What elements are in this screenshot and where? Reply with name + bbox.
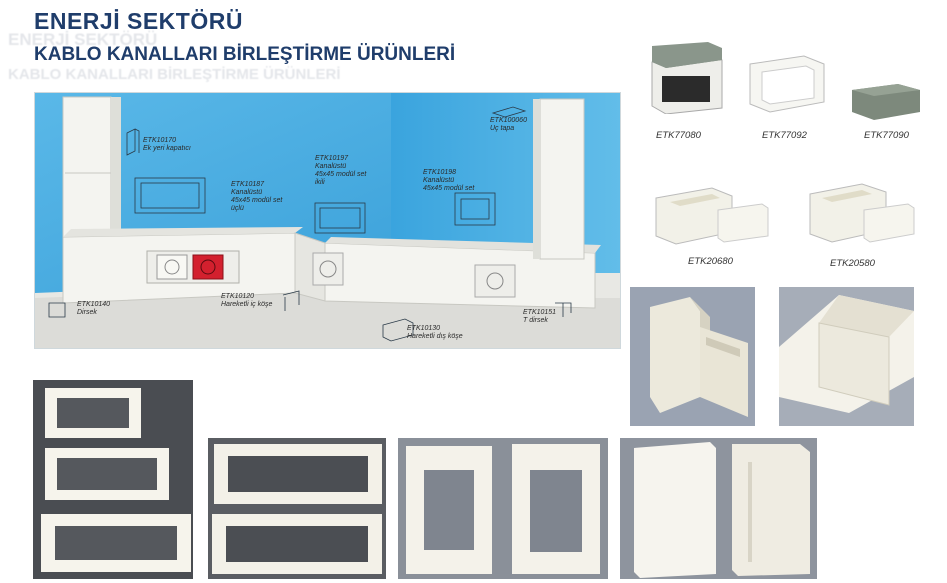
outer-corner-photo xyxy=(779,287,914,426)
product-etk20680-image xyxy=(652,180,770,252)
installation-diagram: ETK10170 Ek yeri kapatıcı ETK10187 Kanal… xyxy=(34,92,621,349)
label-etk10151: ETK10151 T dirsek xyxy=(523,309,557,324)
product-etk20580-image xyxy=(806,176,916,252)
code-etk77090: ETK77090 xyxy=(864,130,909,141)
ghost-title: ENERJİ SEKTÖRÜ xyxy=(8,30,158,49)
page-title: ENERJİ SEKTÖRÜ xyxy=(34,8,243,34)
code-etk77092: ETK77092 xyxy=(762,130,807,141)
label-etk10198: ETK10198 Kanalüstü 45x45 modül set xyxy=(423,169,475,192)
code-etk20680: ETK20680 xyxy=(688,256,733,267)
product-etk77092-image xyxy=(744,46,828,118)
open-frames-photo xyxy=(398,438,608,579)
frames-photo xyxy=(33,380,193,579)
page-subtitle: KABLO KANALLARI BİRLEŞTİRME ÜRÜNLERİ xyxy=(34,44,456,65)
label-etk100060: ETK100060 Uç tapa xyxy=(490,117,527,132)
label-etk10187: ETK10187 Kanalüstü 45x45 modül set üçlü xyxy=(231,181,283,212)
label-etk10120: ETK10120 Hareketli iç köşe xyxy=(221,293,273,308)
label-etk10197: ETK10197 Kanalüstü 45x45 modül set ikili xyxy=(315,155,367,186)
product-etk77090-image xyxy=(850,82,922,122)
label-etk10140: ETK10140 Dirsek xyxy=(77,301,111,316)
module-frames-photo xyxy=(208,438,386,579)
code-etk77080: ETK77080 xyxy=(656,130,701,141)
installation-illustration xyxy=(35,93,620,348)
ghost-subtitle: KABLO KANALLARI BİRLEŞTİRME ÜRÜNLERİ xyxy=(8,66,341,83)
label-etk10170: ETK10170 Ek yeri kapatıcı xyxy=(143,137,191,152)
code-etk20580: ETK20580 xyxy=(830,258,875,269)
inner-corner-photo xyxy=(630,287,755,426)
label-etk10130: ETK10130 Hareketli dış köşe xyxy=(407,325,463,340)
product-etk77080-image xyxy=(648,42,726,114)
end-cap-photo xyxy=(620,438,817,579)
